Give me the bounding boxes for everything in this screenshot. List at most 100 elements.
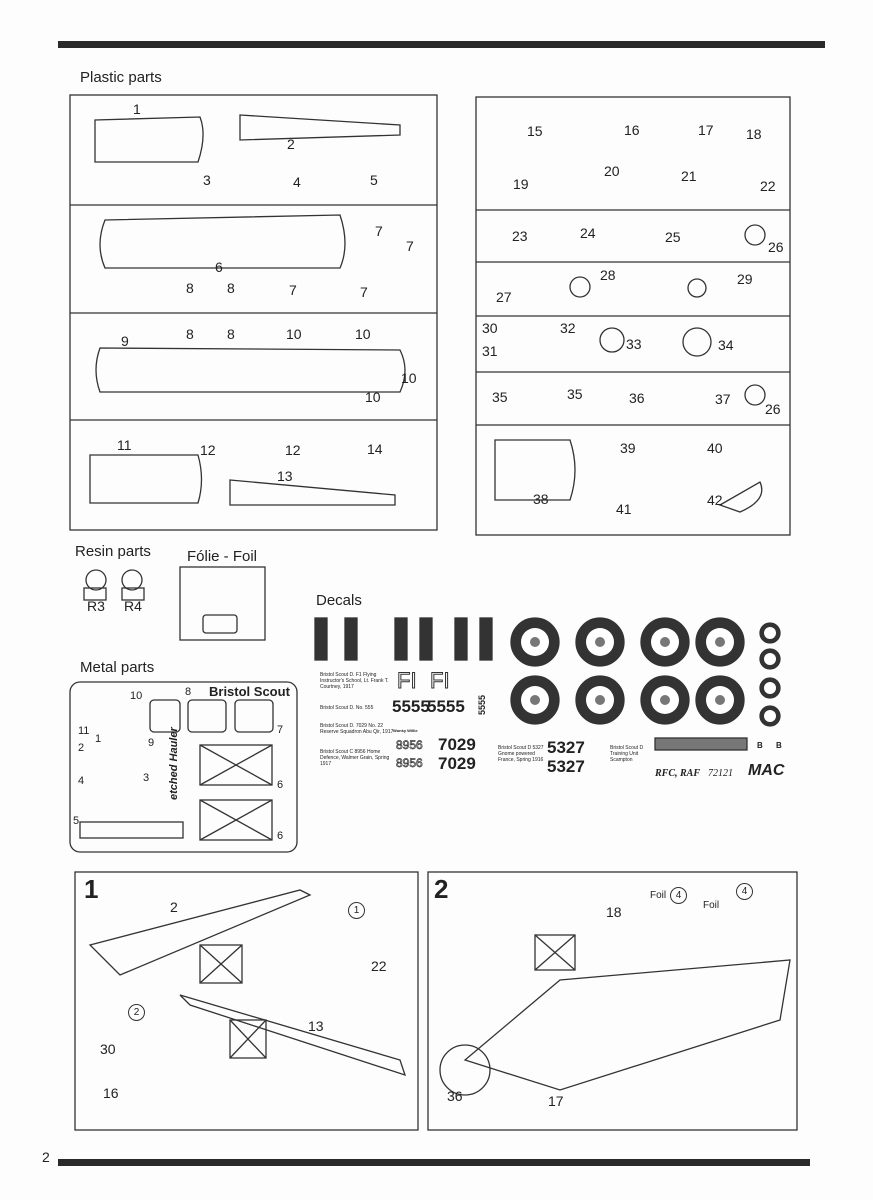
part-label: 7 xyxy=(375,223,383,239)
part-label: 12 xyxy=(285,442,301,458)
part-label: 7 xyxy=(289,282,297,298)
metal-label: 3 xyxy=(143,772,150,784)
part-label: 3 xyxy=(203,172,211,188)
part-6 xyxy=(99,214,346,269)
part-label: 18 xyxy=(746,126,762,142)
part-label: 13 xyxy=(277,468,293,484)
resin-label: R4 xyxy=(124,598,142,614)
part-label: 37 xyxy=(715,391,731,407)
part-1 xyxy=(94,116,204,163)
part-label: 24 xyxy=(580,225,596,241)
part-42 xyxy=(718,481,763,513)
part-label: 4 xyxy=(293,174,301,190)
part-label: 8 xyxy=(227,326,235,342)
decal-code: FI xyxy=(430,668,451,694)
metal-label: 6 xyxy=(277,779,284,791)
resin-label: R3 xyxy=(87,598,105,614)
decal-code: 7029 xyxy=(438,735,476,754)
decal-code: B xyxy=(776,741,782,750)
part-label: 10 xyxy=(365,389,381,405)
metal-label: 2 xyxy=(78,742,85,754)
kit-number: 72121 xyxy=(708,768,733,779)
decal-code: B xyxy=(757,741,763,750)
part-label: 8 xyxy=(227,280,235,296)
metal-label: 1 xyxy=(95,733,102,745)
part-label: 29 xyxy=(737,271,753,287)
part-label: 21 xyxy=(681,168,697,184)
part-label: 33 xyxy=(626,336,642,352)
part-label: 26 xyxy=(765,401,781,417)
step-number: 2 xyxy=(434,874,449,904)
part-label: 8 xyxy=(186,326,194,342)
part-label: 35 xyxy=(492,389,508,405)
callout: 30 xyxy=(100,1041,116,1057)
callout: Foil xyxy=(703,900,720,911)
decal-code: Wonky Willie xyxy=(393,728,418,733)
metal-label: 8 xyxy=(185,686,192,698)
part-2 xyxy=(239,114,401,141)
part-label: 9 xyxy=(121,333,129,349)
decal-caption: Bristol Scout D. No. 555 xyxy=(320,705,374,711)
part-label: 42 xyxy=(707,492,723,508)
part-label: 10 xyxy=(286,326,302,342)
page-number: 2 xyxy=(42,1149,50,1165)
part-label: 2 xyxy=(287,136,295,152)
part-label: 1 xyxy=(133,101,141,117)
callout: Foil xyxy=(650,890,667,901)
part-label: 40 xyxy=(707,440,723,456)
callout: 18 xyxy=(606,904,622,920)
metal-label: 10 xyxy=(130,690,143,702)
part-label: 19 xyxy=(513,176,529,192)
part-11 xyxy=(89,454,203,504)
decal-caption: Bristol Scout D Training Unit Scampton xyxy=(610,745,644,763)
part-label: 28 xyxy=(600,267,616,283)
callout-circle: 2 xyxy=(128,1004,145,1021)
part-label: 32 xyxy=(560,320,576,336)
metal-label: 4 xyxy=(78,775,85,787)
decal-caption: Bristol Scout D. F1 Flying Instructor's … xyxy=(320,672,389,690)
decal-code: 5555 xyxy=(427,697,465,716)
part-label: 35 xyxy=(567,386,583,402)
part-label: 36 xyxy=(629,390,645,406)
callout-circle: 4 xyxy=(736,883,753,900)
decal-code: 8956 xyxy=(396,738,423,753)
part-label: 27 xyxy=(496,289,512,305)
callout-circle: 4 xyxy=(670,887,687,904)
part-label: 11 xyxy=(117,437,132,453)
callout: 13 xyxy=(308,1018,324,1034)
part-label: 39 xyxy=(620,440,636,456)
decal-caption: Bristol Scout D. 7029 No. 22 Reserve Squ… xyxy=(320,723,394,735)
part-label: 34 xyxy=(718,337,734,353)
metal-label: 5 xyxy=(73,815,80,827)
decal-code: 5555 xyxy=(392,697,430,716)
metal-label: 6 xyxy=(277,830,284,842)
part-label: 22 xyxy=(760,178,776,194)
section-metal-parts: Metal parts xyxy=(80,659,155,676)
part-13 xyxy=(229,479,396,506)
bottom-rule xyxy=(58,1159,810,1166)
part-label: 15 xyxy=(527,123,543,139)
part-label: 7 xyxy=(360,284,368,300)
part-38 xyxy=(494,439,576,501)
part-label: 12 xyxy=(200,442,216,458)
metal-title: Bristol Scout xyxy=(209,684,290,699)
decal-caption: Bristol Scout C 8956 Home Defence, Walme… xyxy=(320,749,390,767)
mac-logo: MAC xyxy=(748,762,785,779)
decal-code: 7029 xyxy=(438,754,476,773)
decal-code: 5555 xyxy=(477,694,488,716)
callout: 16 xyxy=(103,1085,119,1101)
decal-code: 8956 xyxy=(396,756,423,771)
part-label: 5 xyxy=(370,172,378,188)
part-label: 20 xyxy=(604,163,620,179)
section-foil: Fólie - Foil xyxy=(187,548,258,565)
part-label: 41 xyxy=(616,501,632,517)
callout: 2 xyxy=(170,899,178,915)
callout-circle: 1 xyxy=(348,902,365,919)
part-label: 6 xyxy=(215,259,223,275)
callout: 22 xyxy=(371,958,387,974)
decal-code: 5327 xyxy=(547,757,585,776)
decal-code: 5327 xyxy=(547,738,585,757)
decal-code: FI xyxy=(397,668,418,694)
section-resin-parts: Resin parts xyxy=(75,543,151,560)
